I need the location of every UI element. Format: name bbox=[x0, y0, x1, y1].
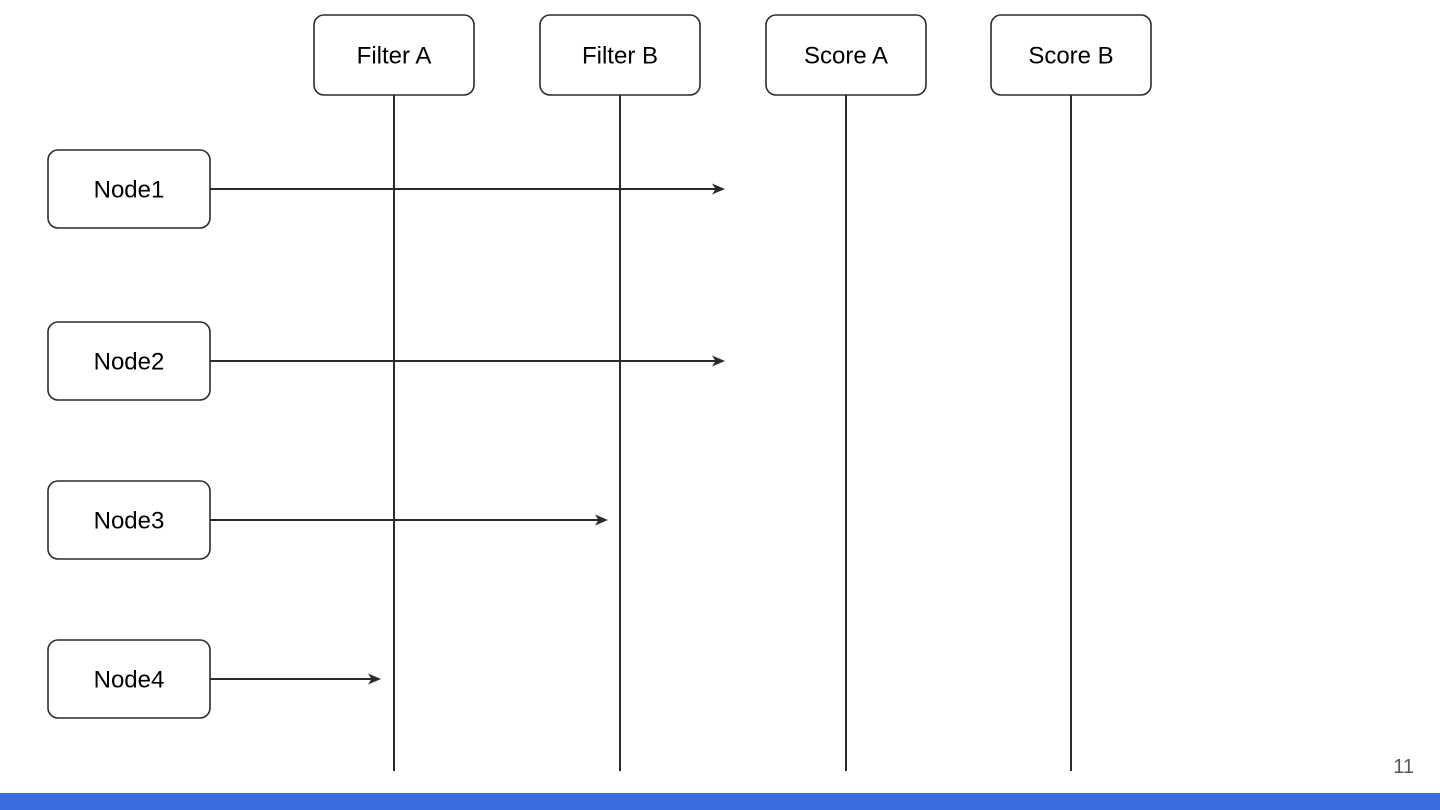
lifeline-box-score-b bbox=[990, 14, 1152, 96]
node-box-node4 bbox=[47, 639, 211, 719]
bottom-accent-bar bbox=[0, 793, 1440, 810]
arrowhead-node1 bbox=[712, 183, 725, 195]
node-box-node1 bbox=[47, 149, 211, 229]
arrowhead-node3 bbox=[595, 514, 608, 526]
lifeline-label-filter-a: Filter A bbox=[357, 42, 432, 69]
node-label-node2: Node2 bbox=[94, 348, 165, 375]
node-label-node3: Node3 bbox=[94, 507, 165, 534]
node-box-node2 bbox=[47, 321, 211, 401]
lifeline-box-filter-b bbox=[539, 14, 701, 96]
node-label-node4: Node4 bbox=[94, 666, 165, 693]
arrowhead-node2 bbox=[712, 355, 725, 367]
lifeline-label-filter-b: Filter B bbox=[582, 42, 658, 69]
sequence-diagram: Filter A Filter B Score A Score B Node1Node2… bbox=[47, 14, 1152, 771]
lifeline-label-score-b: Score B bbox=[1028, 42, 1113, 69]
page-number: 11 bbox=[1393, 756, 1414, 778]
lifeline-label-score-a: Score A bbox=[804, 42, 888, 69]
node-box-node3 bbox=[47, 480, 211, 560]
arrowhead-node4 bbox=[368, 673, 381, 685]
node-label-node1: Node1 bbox=[94, 176, 165, 203]
lifeline-box-filter-a bbox=[313, 14, 475, 96]
lifeline-box-score-a bbox=[765, 14, 927, 96]
